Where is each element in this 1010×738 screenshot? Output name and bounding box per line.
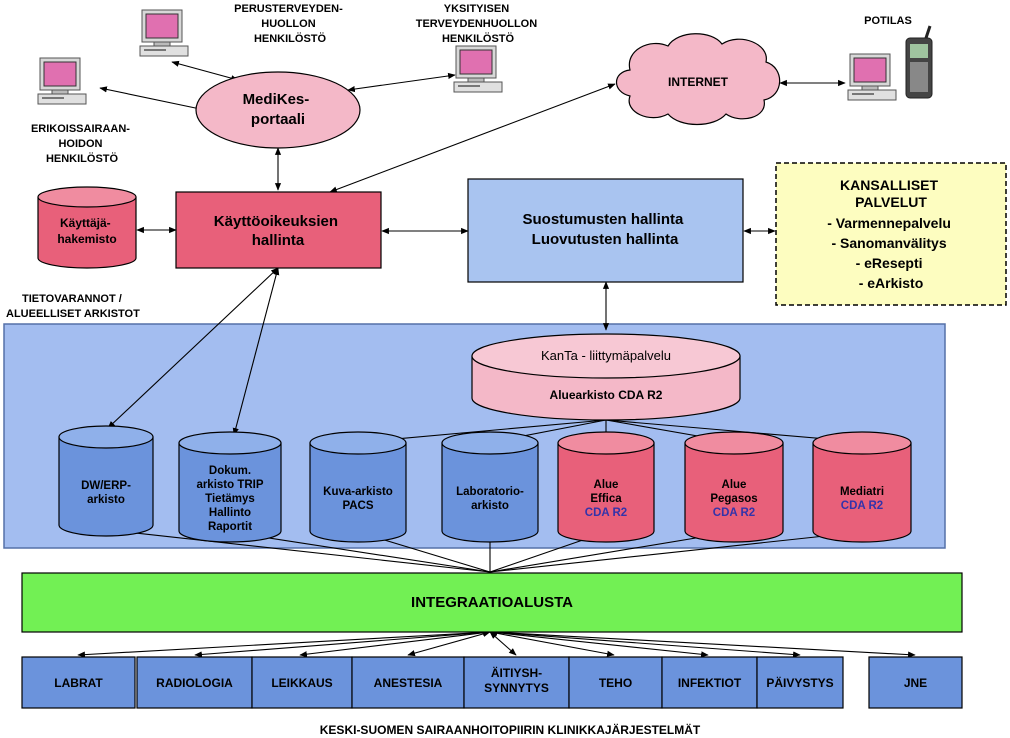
- cda-r2-label: CDA R2: [585, 507, 627, 519]
- mobile-phone-icon: [905, 25, 933, 99]
- computer-icon: [37, 57, 87, 105]
- clinic-system-box: ANESTESIA: [351, 656, 465, 709]
- integraatioalusta-bar: [21, 572, 963, 633]
- clinic-system-label: ÄITIYSH-SYNNYTYS: [484, 665, 549, 695]
- medikes-portal-label: MediKes- portaali: [243, 91, 314, 128]
- aluearkisto-cylinder: [471, 333, 741, 421]
- archive-cylinder-label: Laboratorio-arkisto: [456, 486, 524, 512]
- archive-cylinder-label: Mediatri: [840, 486, 884, 498]
- suostumukset-box: [467, 178, 744, 283]
- erikoissairaanhoito-label: ERIKOISSAIRAAN- HOIDON HENKILÖSTÖ: [31, 123, 133, 165]
- yksityinen-label: YKSITYISEN TERVEYDENHUOLLON HENKILÖSTÖ: [416, 3, 540, 45]
- kayttajahakemisto-cylinder: [37, 186, 137, 269]
- clinic-system-label: INFEKTIOT: [678, 676, 742, 690]
- clinic-system-label: LABRAT: [54, 676, 103, 690]
- clinic-system-box: ÄITIYSH-SYNNYTYS: [463, 656, 570, 709]
- clinic-system-box: LEIKKAUS: [251, 656, 353, 709]
- clinic-system-box: LABRAT: [21, 656, 136, 709]
- clinic-system-label: RADIOLOGIA: [156, 676, 233, 690]
- connections: [77, 60, 916, 658]
- suostumukset-label: Suostumusten hallinta Luovutusten hallin…: [522, 211, 687, 248]
- archive-cylinder: DW/ERP-arkisto: [58, 425, 154, 537]
- archive-cylinder: Laboratorio-arkisto: [441, 431, 539, 543]
- clinic-system-label: TEHO: [599, 676, 632, 690]
- kayttajahakemisto-label: Käyttäjä- hakemisto: [57, 216, 116, 246]
- patient-computer-icon: [847, 25, 933, 101]
- clinic-systems-row: LABRAT RADIOLOGIA LEIKKAUS ANESTESIA ÄITIYSH…: [21, 656, 963, 709]
- clinic-system-box: INFEKTIOT: [661, 656, 758, 709]
- kansalliset-items: - Varmennepalvelu - Sanomanvälitys - eRe…: [827, 215, 955, 291]
- clinic-system-box: RADIOLOGIA: [136, 656, 253, 709]
- kansalliset-title: KANSALLISET PALVELUT: [840, 177, 942, 210]
- clinic-system-label: PÄIVYSTYS: [766, 675, 833, 690]
- aluearkisto-label: Aluearkisto CDA R2: [550, 388, 663, 402]
- potilas-label: POTILAS: [864, 15, 912, 27]
- kayttooikeudet-label: Käyttöoikeuksien hallinta: [214, 213, 342, 249]
- clinic-system-label: LEIKKAUS: [271, 676, 332, 690]
- cda-r2-label: CDA R2: [713, 507, 755, 519]
- kayttooikeudet-box: [175, 191, 382, 269]
- clinic-system-box: JNE: [868, 656, 963, 709]
- archive-cylinder-label: DW/ERP-arkisto: [81, 480, 131, 506]
- kansalliset-box: [775, 162, 1007, 306]
- kanta-label: KanTa - liittymäpalvelu: [541, 348, 671, 363]
- tietovarannot-label: TIETOVARANNOT / ALUEELLISET ARKISTOT: [6, 293, 140, 320]
- medikes-portal: [195, 71, 361, 149]
- perusterveydenhuolto-label: PERUSTERVEYDEN- HUOLLON HENKILÖSTÖ: [234, 3, 346, 45]
- clinic-system-label: ANESTESIA: [374, 676, 443, 690]
- internet-cloud: [615, 33, 781, 125]
- footer-label: KESKI-SUOMEN SAIRAANHOITOPIIRIN KLINIKKA…: [320, 722, 701, 737]
- integraatioalusta-label: INTEGRAATIOALUSTA: [411, 594, 573, 611]
- clinic-system-label: JNE: [904, 676, 927, 690]
- clinic-system-box: PÄIVYSTYS: [756, 656, 844, 709]
- cda-r2-label: CDA R2: [841, 500, 883, 512]
- computer-icon: [453, 45, 503, 93]
- clinic-system-box: TEHO: [568, 656, 663, 709]
- computer-icon: [139, 9, 189, 57]
- internet-label: INTERNET: [668, 75, 729, 89]
